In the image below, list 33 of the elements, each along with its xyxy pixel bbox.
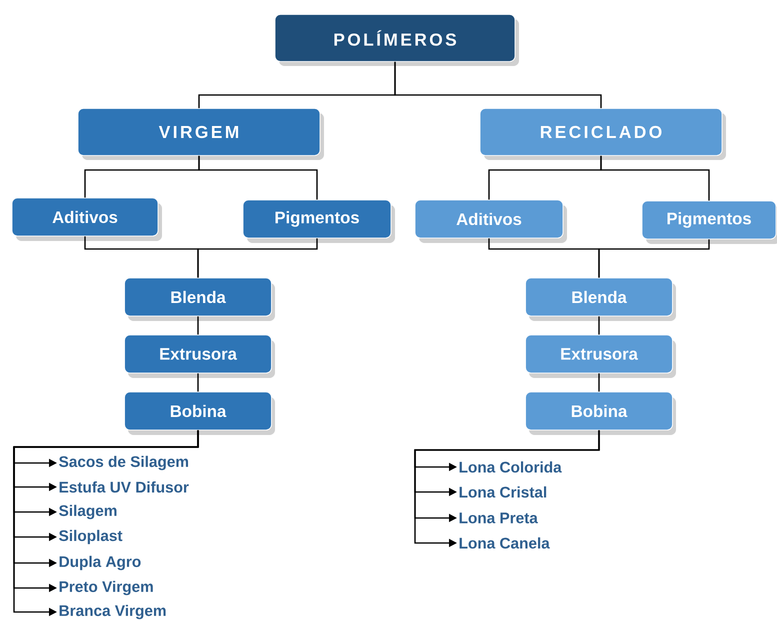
process-box: Extrusora [124, 334, 272, 374]
connector [394, 62, 602, 108]
connector [600, 156, 710, 201]
title-box: POLÍMEROS [274, 14, 516, 62]
product-label: Lona Canela [460, 537, 550, 549]
connector [198, 156, 318, 200]
connector [598, 373, 600, 392]
category-box: VIRGEM [78, 108, 320, 156]
process-box: Bobina [124, 392, 272, 430]
input-box: Aditivos [414, 200, 564, 238]
connector [197, 373, 199, 392]
input-box: Aditivos [12, 198, 158, 236]
input-box: Pigmentos [642, 200, 776, 240]
connector [197, 238, 318, 278]
product-label: Lona Colorida [460, 461, 562, 473]
product-label: Branca Virgem [60, 604, 166, 620]
connector [197, 316, 199, 335]
product-label: Dupla Agro [60, 556, 141, 570]
product-label: Sacos de Silagem [59, 456, 188, 470]
product-label: Lona Cristal [460, 486, 546, 498]
connector [598, 316, 600, 335]
process-box: Bobina [525, 392, 673, 430]
product-label: Preto Virgem [60, 580, 153, 596]
product-label: Siloplast [59, 530, 122, 544]
product-label: Silagem [59, 504, 116, 520]
process-box: Blenda [124, 278, 272, 316]
product-label: Estufa UV Difusor [60, 481, 189, 493]
process-box: Blenda [525, 278, 673, 316]
input-box: Pigmentos [242, 200, 392, 238]
process-box: Extrusora [525, 334, 673, 374]
connector [598, 239, 710, 278]
category-box: RECICLADO [480, 108, 722, 156]
product-label: Lona Preta [460, 512, 538, 524]
